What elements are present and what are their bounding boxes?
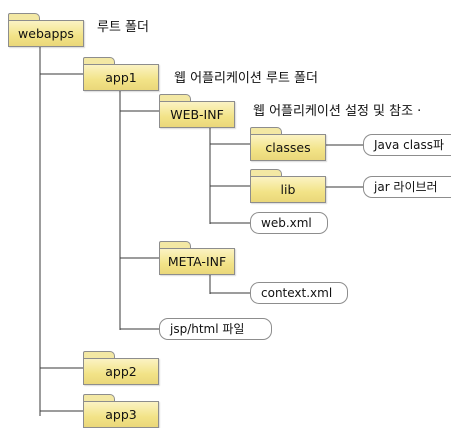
folder-label: META-INF <box>159 248 235 275</box>
classes-folder: classes <box>250 127 326 161</box>
web-inf-folder: WEB-INF <box>159 94 235 128</box>
folder-icon <box>250 127 282 136</box>
folder-icon <box>8 13 40 22</box>
web-xml-file: web.xml <box>250 212 328 234</box>
context-xml-file: context.xml <box>250 282 348 304</box>
folder-icon <box>83 351 115 360</box>
folder-icon <box>159 241 191 250</box>
app3-folder: app3 <box>83 394 159 428</box>
folder-label: app2 <box>83 358 159 385</box>
jar-library-file: jar 라이브러 <box>363 176 451 198</box>
folder-label: webapps <box>8 20 84 47</box>
folder-icon <box>159 94 191 103</box>
folder-label: app1 <box>83 64 159 91</box>
folder-label: app3 <box>83 401 159 428</box>
web-app-root-description: 웹 어플리케이션 루트 폴더 <box>174 71 318 86</box>
folder-label: classes <box>250 134 326 161</box>
webapps-folder: webapps <box>8 13 84 47</box>
root-folder-description: 루트 폴더 <box>97 20 149 35</box>
web-app-settings-description: 웹 어플리케이션 설정 및 참조 · <box>253 104 422 119</box>
folder-label: lib <box>250 176 326 203</box>
java-class-file: Java class파 <box>363 134 451 156</box>
folder-icon <box>250 169 282 178</box>
folder-icon <box>83 394 115 403</box>
app2-folder: app2 <box>83 351 159 385</box>
jsp-html-file: jsp/html 파일 <box>159 318 272 340</box>
folder-icon <box>83 57 115 66</box>
folder-label: WEB-INF <box>159 101 235 128</box>
lib-folder: lib <box>250 169 326 203</box>
meta-inf-folder: META-INF <box>159 241 235 275</box>
app1-folder: app1 <box>83 57 159 91</box>
